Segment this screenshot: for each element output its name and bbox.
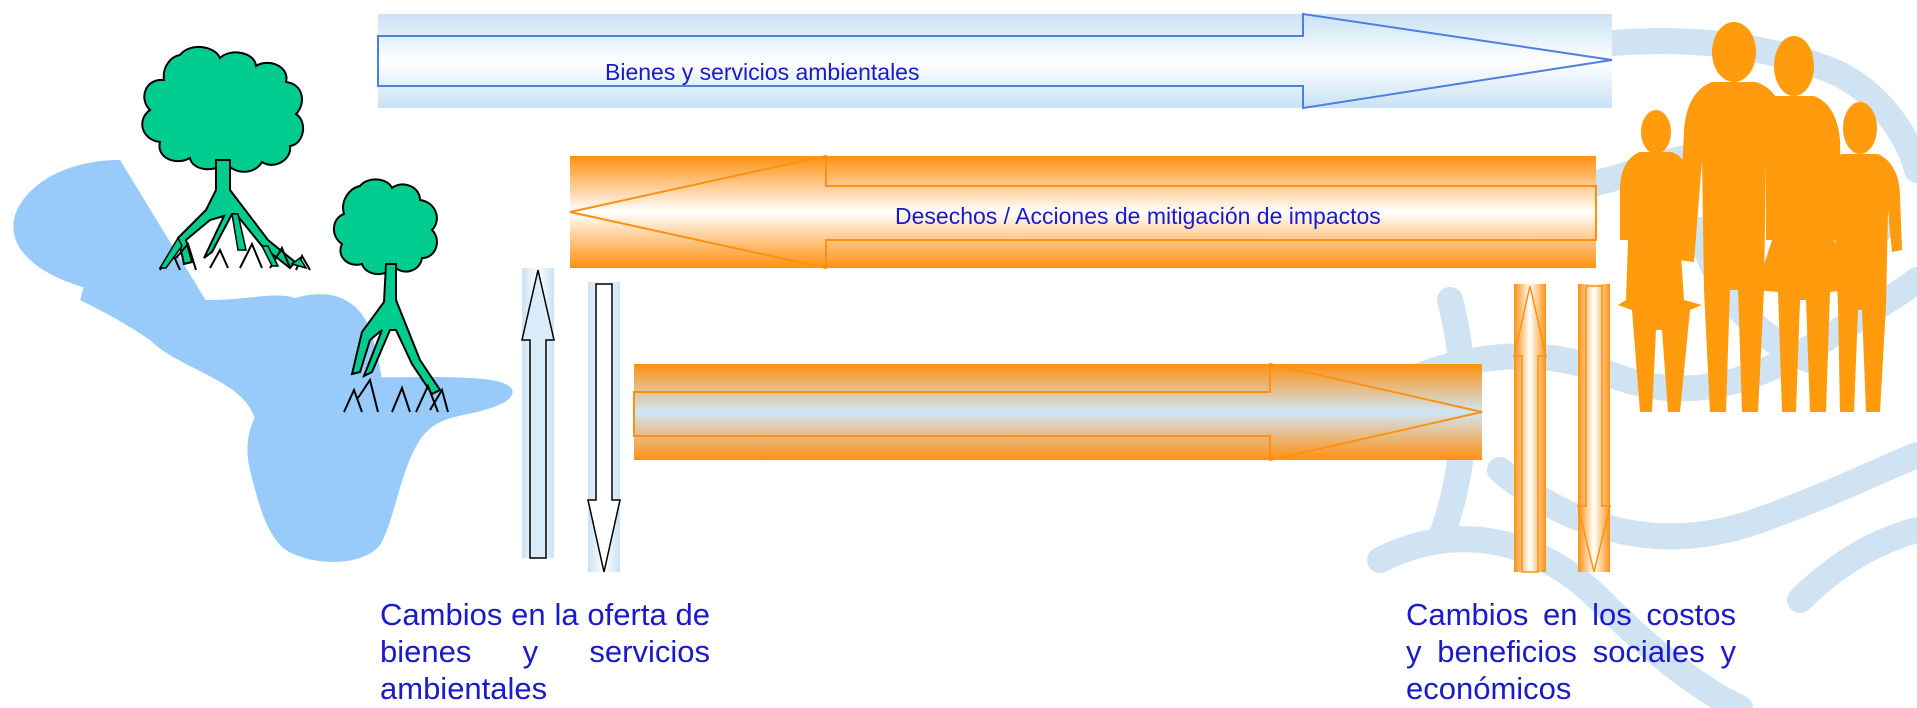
- family-silhouette-icon: [1618, 22, 1902, 412]
- flow-waste-mitigation: Desechos / Acciones de mitigación de imp…: [569, 154, 1597, 270]
- arrow-up-left: [521, 269, 555, 559]
- flow-economic-feedback: [633, 362, 1483, 462]
- mangrove-tree-large: [141, 46, 311, 271]
- water-body-fill: [13, 160, 513, 562]
- flow-label-waste: Desechos / Acciones de mitigación de imp…: [895, 203, 1381, 229]
- caption-social-economic-changes: Cambios en los costos y beneficios socia…: [1406, 597, 1736, 706]
- vertical-arrows-ecosystem: [521, 268, 621, 573]
- person-boy: [1818, 102, 1902, 412]
- person-father: [1678, 22, 1790, 412]
- arrow-down-right: [1577, 285, 1611, 573]
- flow-label-services: Bienes y servicios ambientales: [605, 59, 919, 85]
- flow-environmental-services: Bienes y servicios ambientales: [377, 12, 1613, 110]
- caption-environmental-supply-changes: Cambios en la oferta de bienes y servici…: [380, 597, 710, 706]
- mangrove-tree-small: [333, 178, 449, 413]
- arrow-up-right: [1513, 285, 1547, 573]
- arrow-down-left: [587, 283, 621, 573]
- vertical-arrows-society: [1513, 284, 1611, 573]
- mangrove-trees-icon: [141, 46, 449, 413]
